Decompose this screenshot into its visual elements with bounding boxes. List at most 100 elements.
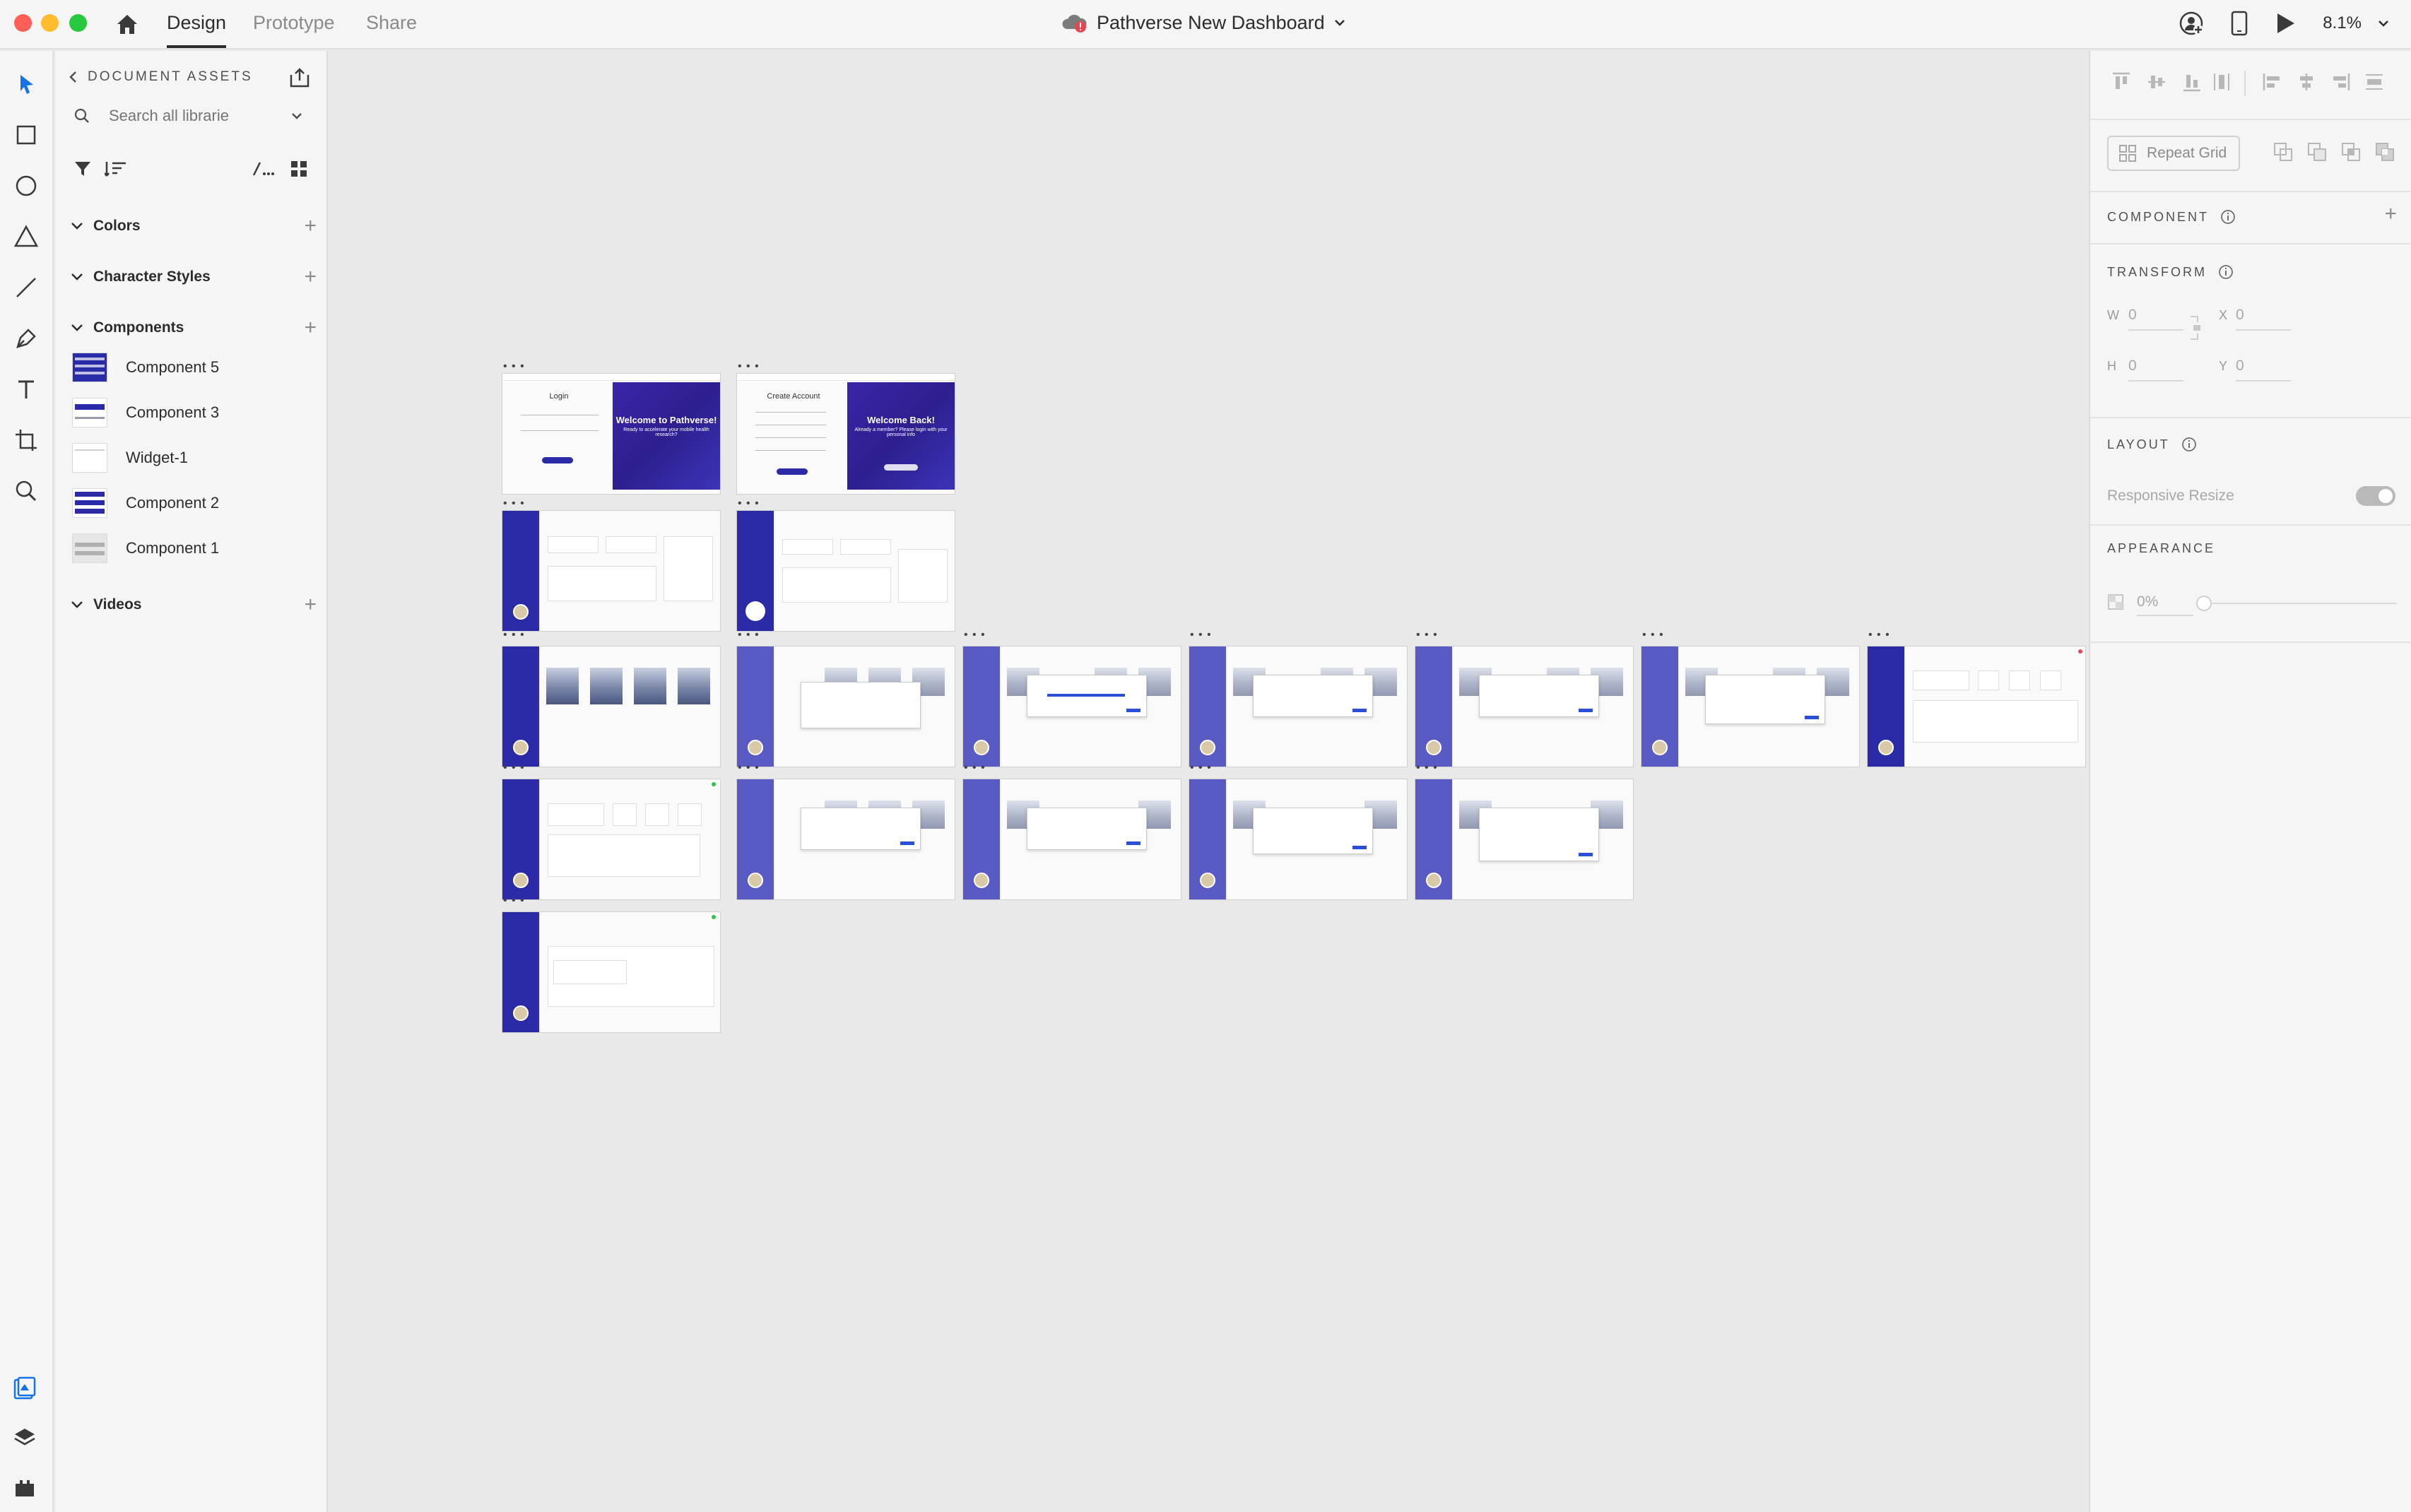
- exclude-boolean-icon[interactable]: [2374, 141, 2395, 163]
- invite-user-icon[interactable]: [2179, 11, 2204, 36]
- y-field[interactable]: 0: [2236, 358, 2291, 382]
- component-item[interactable]: Component 5: [72, 348, 312, 387]
- add-character-style-button[interactable]: +: [304, 265, 317, 288]
- artboard-create-study-step[interactable]: [1415, 779, 1634, 900]
- artboard-dashboard-alt[interactable]: [736, 510, 955, 632]
- artboard-study-detail[interactable]: [1867, 646, 2086, 767]
- device-preview-icon[interactable]: [2231, 11, 2248, 36]
- assets-panel-icon[interactable]: [13, 1376, 37, 1400]
- artboard-login[interactable]: Login Welcome to Pathverse! Ready to acc…: [502, 373, 721, 495]
- width-field[interactable]: 0: [2128, 307, 2183, 331]
- artboard-menu[interactable]: • • •: [503, 894, 525, 906]
- artboard-menu[interactable]: • • •: [503, 360, 525, 372]
- assets-header[interactable]: DOCUMENT ASSETS: [68, 69, 253, 85]
- play-preview-icon[interactable]: [2275, 12, 2296, 35]
- artboard-create-study-step[interactable]: [1415, 646, 1634, 767]
- maximize-window-button[interactable]: [69, 14, 87, 32]
- tab-prototype[interactable]: Prototype: [253, 12, 335, 33]
- artboard-menu[interactable]: • • •: [964, 762, 986, 774]
- section-character-styles[interactable]: Character Styles +: [69, 263, 317, 291]
- rectangle-tool-icon[interactable]: [11, 120, 41, 150]
- artboard-study-page[interactable]: [502, 911, 721, 1033]
- tab-share[interactable]: Share: [366, 12, 418, 33]
- responsive-resize-toggle[interactable]: [2356, 486, 2395, 506]
- artboard-create-study-step[interactable]: [1189, 779, 1408, 900]
- repeat-grid-button[interactable]: Repeat Grid: [2107, 136, 2240, 171]
- ellipse-tool-icon[interactable]: [11, 171, 41, 201]
- minimize-window-button[interactable]: [41, 14, 59, 32]
- add-component-button[interactable]: +: [304, 316, 317, 339]
- artboard-menu[interactable]: • • •: [738, 497, 760, 509]
- section-components[interactable]: Components +: [69, 314, 317, 342]
- opacity-slider-thumb[interactable]: [2196, 596, 2212, 611]
- artboard-menu[interactable]: • • •: [738, 762, 760, 774]
- pen-tool-icon[interactable]: [11, 324, 41, 353]
- artboard-menu[interactable]: • • •: [503, 629, 525, 641]
- x-field[interactable]: 0: [2236, 307, 2291, 331]
- section-videos[interactable]: Videos +: [69, 591, 317, 619]
- distribute-horizontal-icon[interactable]: [2363, 71, 2386, 93]
- artboard-create-study-step[interactable]: [1189, 646, 1408, 767]
- info-icon[interactable]: [2220, 209, 2236, 225]
- document-title-menu[interactable]: Pathverse New Dashboard: [1060, 8, 1346, 37]
- artboard-create-study-step[interactable]: [1641, 646, 1860, 767]
- distribute-vertical-icon[interactable]: [2210, 71, 2233, 93]
- opacity-field[interactable]: 0%: [2137, 593, 2193, 616]
- artboard-menu[interactable]: • • •: [1642, 629, 1664, 641]
- artboard-create-study-modal[interactable]: [736, 646, 955, 767]
- component-item[interactable]: Component 3: [72, 393, 312, 432]
- artboard-tool-icon[interactable]: [11, 425, 41, 455]
- artboard-create-study-step[interactable]: [962, 779, 1181, 900]
- align-middle-icon[interactable]: [2145, 71, 2168, 93]
- artboard-menu[interactable]: • • •: [738, 360, 760, 372]
- info-icon[interactable]: [2218, 264, 2234, 280]
- grid-view-icon[interactable]: [290, 160, 308, 178]
- artboard-menu[interactable]: • • •: [964, 629, 986, 641]
- lock-aspect-icon[interactable]: [2189, 315, 2203, 341]
- subtract-boolean-icon[interactable]: [2306, 141, 2328, 163]
- zoom-control[interactable]: 8.1%: [2323, 13, 2390, 33]
- artboard-menu[interactable]: • • •: [1416, 762, 1438, 774]
- add-color-button[interactable]: +: [304, 214, 317, 237]
- align-top-icon[interactable]: [2110, 71, 2133, 93]
- library-search[interactable]: [73, 100, 314, 131]
- list-view-icon[interactable]: [252, 160, 274, 178]
- tab-design[interactable]: Design: [167, 11, 227, 48]
- home-icon[interactable]: [113, 10, 141, 38]
- section-colors[interactable]: Colors +: [69, 212, 317, 240]
- artboard-study-overview[interactable]: [502, 779, 721, 900]
- plugins-panel-icon[interactable]: [13, 1475, 37, 1499]
- component-item[interactable]: Component 2: [72, 483, 312, 523]
- add-boolean-icon[interactable]: [2273, 141, 2294, 163]
- add-video-button[interactable]: +: [304, 593, 317, 616]
- chevron-down-icon[interactable]: [290, 109, 304, 123]
- artboard-menu[interactable]: • • •: [1868, 629, 1890, 641]
- artboard-create-account[interactable]: Create Account Welcome Back! Already a m…: [736, 373, 955, 495]
- share-library-icon[interactable]: [288, 66, 311, 89]
- sort-icon[interactable]: [105, 160, 127, 178]
- align-left-icon[interactable]: [2261, 71, 2284, 93]
- artboard-menu[interactable]: • • •: [738, 629, 760, 641]
- opacity-slider[interactable]: [2209, 603, 2397, 604]
- filter-icon[interactable]: [73, 160, 92, 178]
- artboard-menu[interactable]: • • •: [1190, 762, 1212, 774]
- artboard-dashboard[interactable]: [502, 510, 721, 632]
- artboard-menu[interactable]: • • •: [1416, 629, 1438, 641]
- artboard-create-study-step[interactable]: [962, 646, 1181, 767]
- close-window-button[interactable]: [14, 14, 32, 32]
- zoom-tool-icon[interactable]: [11, 476, 41, 506]
- artboard-menu[interactable]: • • •: [503, 762, 525, 774]
- artboard-studies[interactable]: [502, 646, 721, 767]
- component-item[interactable]: Component 1: [72, 528, 312, 568]
- align-center-icon[interactable]: [2295, 71, 2318, 93]
- component-item[interactable]: Widget-1: [72, 438, 312, 478]
- height-field[interactable]: 0: [2128, 358, 2183, 382]
- add-component-plus[interactable]: +: [2384, 202, 2397, 225]
- artboard-menu[interactable]: • • •: [503, 497, 525, 509]
- chevron-left-icon[interactable]: [68, 70, 78, 84]
- design-canvas[interactable]: • • • Login Welcome to Pathverse! Ready …: [329, 51, 2089, 1512]
- intersect-boolean-icon[interactable]: [2340, 141, 2362, 163]
- layers-panel-icon[interactable]: [13, 1426, 37, 1450]
- search-input[interactable]: [109, 107, 271, 125]
- polygon-tool-icon[interactable]: [11, 222, 41, 252]
